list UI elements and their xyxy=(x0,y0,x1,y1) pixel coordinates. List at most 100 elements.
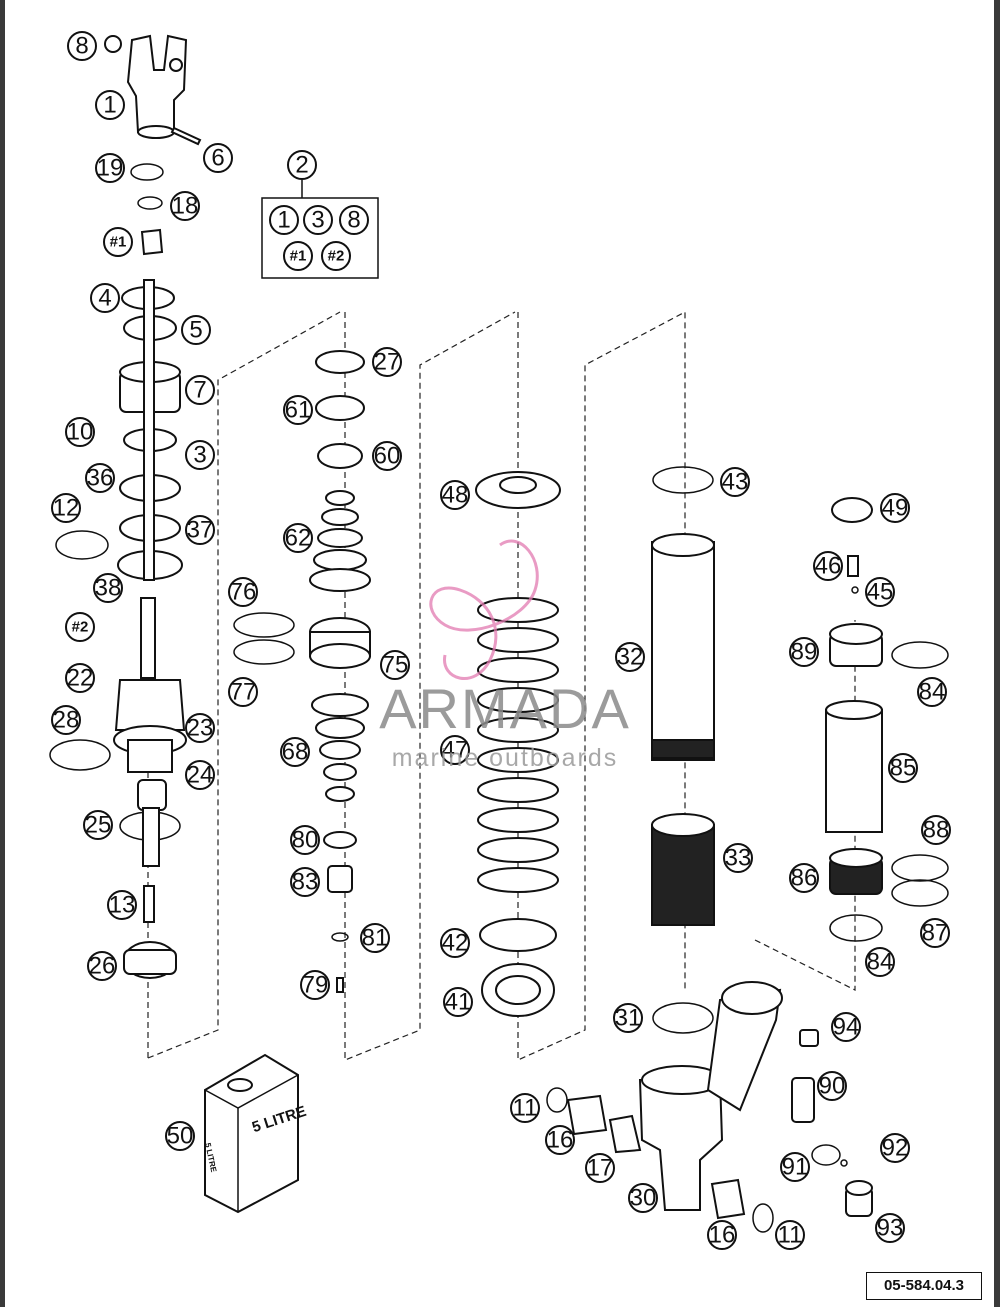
drawing-reference-number: 05-584.04.3 xyxy=(866,1272,982,1300)
callout-text: 11 xyxy=(513,1095,538,1122)
callout-text: 19 xyxy=(97,155,124,182)
callout-48: 48 xyxy=(440,480,470,510)
coil-spring xyxy=(477,597,559,893)
callout-text: 37 xyxy=(187,517,214,544)
callout-text: 33 xyxy=(725,845,752,872)
callout-text: 38 xyxy=(95,575,122,602)
callout-47: 47 xyxy=(440,735,470,765)
kit-item-text: 3 xyxy=(311,207,324,234)
callout-45: 45 xyxy=(865,577,895,607)
callout-text: 48 xyxy=(442,482,469,509)
callout-text: 16 xyxy=(547,1127,574,1154)
callout-text: 91 xyxy=(782,1154,809,1181)
callout-42: 42 xyxy=(440,928,470,958)
callout-76: 76 xyxy=(228,577,258,607)
callout-50: 50 xyxy=(165,1121,195,1151)
callout-text: 62 xyxy=(285,525,312,552)
callout-43: 43 xyxy=(720,467,750,497)
callout-79: 79 xyxy=(300,970,330,1000)
kit-item-1: 1 xyxy=(269,205,299,235)
callout-33: 33 xyxy=(723,843,753,873)
callout-text: 7 xyxy=(193,377,206,404)
callout-text: 46 xyxy=(815,553,842,580)
callout-text: 83 xyxy=(292,869,319,896)
shim-stack-assembly xyxy=(233,350,371,993)
callout-text: 47 xyxy=(442,737,469,764)
callout-text: 85 xyxy=(890,755,917,782)
callout-text: 77 xyxy=(230,679,257,706)
callout-text: 28 xyxy=(53,707,80,734)
kit-item-hash2: #2 xyxy=(321,241,351,271)
callout-text: 13 xyxy=(109,892,136,919)
callout-hash2: #2 xyxy=(65,612,95,642)
kit-item-text: #1 xyxy=(290,248,307,265)
callout-84: 84 xyxy=(865,947,895,977)
callout-text: 17 xyxy=(587,1155,614,1182)
callout-text: 4 xyxy=(98,285,111,312)
callout-text: 26 xyxy=(89,953,116,980)
callout-text: 60 xyxy=(374,443,401,470)
callout-25: 25 xyxy=(83,810,113,840)
callout-text: 1 xyxy=(103,92,116,119)
callout-text: #2 xyxy=(72,619,89,636)
callout-17: 17 xyxy=(585,1153,615,1183)
callout-75: 75 xyxy=(380,650,410,680)
callout-11: 11 xyxy=(510,1093,540,1123)
callout-text: 16 xyxy=(709,1222,736,1249)
callout-85: 85 xyxy=(888,753,918,783)
spring-assembly xyxy=(475,471,561,1017)
callout-text: 10 xyxy=(67,419,94,446)
callout-93: 93 xyxy=(875,1213,905,1243)
callout-41: 41 xyxy=(443,987,473,1017)
watermark-tagline: marine outboards xyxy=(391,744,619,772)
callout-text: 18 xyxy=(172,193,199,220)
callout-3: 3 xyxy=(185,440,215,470)
callout-80: 80 xyxy=(290,825,320,855)
kit-item-text: 1 xyxy=(277,207,290,234)
callout-6: 6 xyxy=(203,143,233,173)
callout-81: 81 xyxy=(360,923,390,953)
callout-24: 24 xyxy=(185,760,215,790)
callout-83: 83 xyxy=(290,867,320,897)
callout-36: 36 xyxy=(85,463,115,493)
callout-text: 27 xyxy=(374,349,401,376)
shock-body-assembly xyxy=(546,466,783,1233)
callout-text: 11 xyxy=(778,1222,803,1249)
kit-item-8: 8 xyxy=(339,205,369,235)
callout-text: 32 xyxy=(617,644,644,671)
callout-text: 92 xyxy=(882,1135,909,1162)
callout-text: 3 xyxy=(193,442,206,469)
callout-text: 12 xyxy=(53,495,80,522)
callout-62: 62 xyxy=(283,523,313,553)
callout-46: 46 xyxy=(813,551,843,581)
callout-text: 86 xyxy=(791,865,818,892)
callout-31: 31 xyxy=(613,1003,643,1033)
callout-text: 30 xyxy=(630,1185,657,1212)
callout-94: 94 xyxy=(831,1012,861,1042)
callout-text: 90 xyxy=(819,1073,846,1100)
callout-13: 13 xyxy=(107,890,137,920)
kit-item-text: 8 xyxy=(347,207,360,234)
callout-19: 19 xyxy=(95,153,125,183)
callout-text: 24 xyxy=(187,762,214,789)
reservoir-assembly xyxy=(791,497,949,1217)
damper-rod-assembly xyxy=(49,34,202,979)
callout-text: 84 xyxy=(867,949,894,976)
watermark-name: ARMADA xyxy=(379,677,631,740)
callout-text: 61 xyxy=(285,397,312,424)
callout-text: 80 xyxy=(292,827,319,854)
oil-can xyxy=(204,1053,299,1214)
callout-text: 88 xyxy=(923,817,950,844)
right-border xyxy=(994,0,1000,1307)
callout-12: 12 xyxy=(51,493,81,523)
callout-77: 77 xyxy=(228,677,258,707)
callout-1: 1 xyxy=(95,90,125,120)
callout-labels: 1234567810111112131616171819222324252627… xyxy=(51,31,951,1250)
callout-text: 25 xyxy=(85,812,112,839)
callout-text: 75 xyxy=(382,652,409,679)
callout-text: 42 xyxy=(442,930,469,957)
callout-text: 22 xyxy=(67,665,94,692)
watermark-logo xyxy=(429,539,539,680)
